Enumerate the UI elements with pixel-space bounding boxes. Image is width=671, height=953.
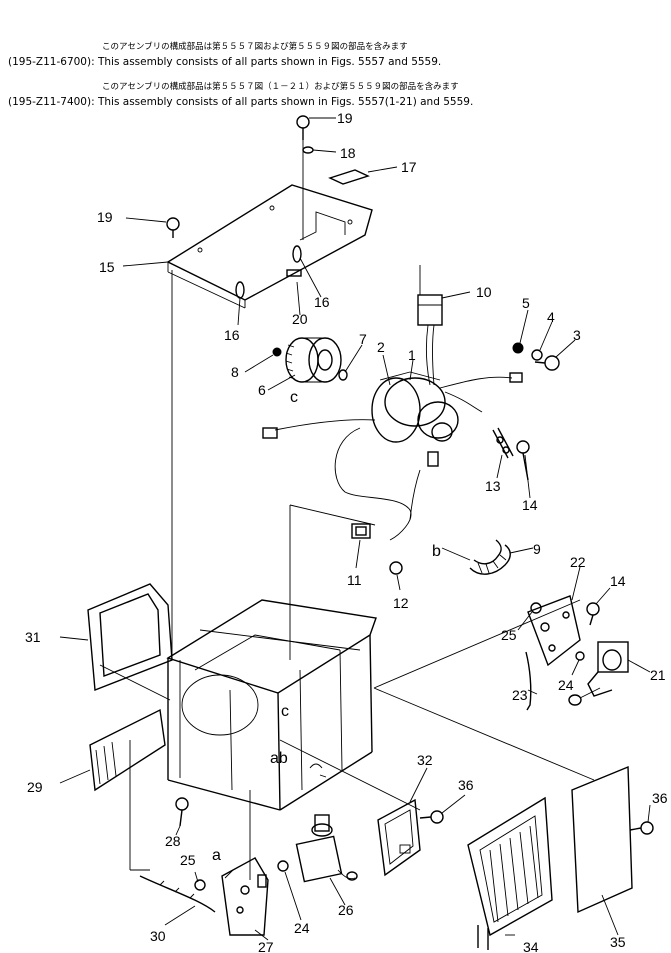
- resistor-11: [351, 523, 371, 539]
- clip-16: [235, 245, 302, 299]
- ref-c: c: [281, 703, 289, 720]
- blower-fan-6: [285, 337, 342, 383]
- callout-7: 7: [359, 331, 367, 347]
- callout-2: 2: [377, 339, 385, 355]
- callout-6: 6: [258, 382, 266, 398]
- washer-7: [338, 369, 348, 381]
- bracket-22: [527, 595, 581, 667]
- screw-19-top: [296, 115, 336, 240]
- note-1: (195-Z11-6700): This assembly consists o…: [8, 56, 441, 68]
- bracket-13: [492, 427, 514, 459]
- callout-16: 16: [314, 294, 330, 310]
- callout-25: 25: [501, 627, 517, 643]
- heater-core-34: [467, 796, 553, 950]
- callout-20: 20: [292, 311, 308, 327]
- filter-frame-31: [59, 583, 173, 691]
- callout-14: 14: [522, 497, 538, 513]
- link-rod-23: [525, 651, 532, 711]
- callout-5: 5: [522, 295, 530, 311]
- callout-15: 15: [99, 259, 115, 275]
- callout-32: 32: [417, 752, 433, 768]
- callout-24: 24: [558, 677, 574, 693]
- link-rod-30: [139, 875, 216, 913]
- callout-19: 19: [97, 209, 113, 225]
- callout-22: 22: [570, 554, 586, 570]
- callout-17: 17: [401, 159, 417, 175]
- screw-36-mid: [419, 810, 444, 824]
- connector-10: [417, 291, 471, 326]
- nut-5: [512, 342, 524, 354]
- callout-36: 36: [652, 790, 668, 806]
- callout-1: 1: [408, 347, 416, 363]
- ref-a: a: [212, 847, 221, 864]
- callout-18: 18: [340, 145, 356, 161]
- callout-24: 24: [294, 920, 310, 936]
- callout-numbers: 19 18 17 19 15 16 16 20 10 5 4 3 7 2 1 8…: [25, 110, 668, 953]
- servo-motor-26: [295, 814, 358, 883]
- callout-26: 26: [338, 902, 354, 918]
- callout-28: 28: [165, 833, 181, 849]
- note-2-japanese: このアセンブリの構成部品は第５５５７図（１－２１）および第５５５９図の部品を含み…: [102, 82, 459, 92]
- note-2-text: : This assembly consists of all parts sh…: [91, 96, 474, 108]
- screw-12: [389, 561, 403, 575]
- callout-23: 23: [512, 687, 528, 703]
- reference-letters: c b c ab a: [212, 389, 441, 864]
- callout-19: 19: [337, 110, 353, 126]
- bolt-28: [175, 797, 189, 827]
- heater-case: [166, 599, 377, 811]
- ref-b: b: [432, 543, 441, 560]
- washer-4: [531, 349, 543, 361]
- callout-30: 30: [150, 928, 166, 944]
- callout-9: 9: [533, 541, 541, 557]
- leader-lines: [122, 257, 651, 941]
- actuator-21: [568, 641, 629, 706]
- filter-29: [59, 708, 166, 792]
- screw-36-right: [629, 821, 654, 835]
- side-cover-35: [571, 765, 633, 914]
- callout-12: 12: [393, 595, 409, 611]
- wire-harness: [262, 324, 523, 541]
- top-cover-plate: [166, 184, 373, 309]
- callout-10: 10: [476, 284, 492, 300]
- ref-c: c: [290, 389, 298, 406]
- blower-motor: [371, 371, 459, 467]
- callout-16: 16: [224, 327, 240, 343]
- duct-hose-9: [441, 539, 511, 575]
- callout-11: 11: [347, 572, 362, 588]
- note-2: (195-Z11-7400): This assembly consists o…: [8, 96, 473, 108]
- cover-32: [377, 798, 421, 877]
- assembly-guide-lines: [99, 265, 595, 880]
- note-1-japanese: このアセンブリの構成部品は第５５５７図および第５５５９図の部品を含みます: [102, 42, 408, 52]
- bushing-24-lower: [277, 860, 289, 872]
- callout-25: 25: [180, 852, 196, 868]
- screw-19-left: [125, 217, 180, 238]
- washer-18: [302, 146, 337, 154]
- callout-27: 27: [258, 939, 274, 953]
- callout-35: 35: [610, 934, 626, 950]
- callout-3: 3: [573, 327, 581, 343]
- nut-8: [272, 347, 282, 357]
- callout-29: 29: [27, 779, 43, 795]
- callout-13: 13: [485, 478, 501, 494]
- callout-8: 8: [231, 364, 239, 380]
- callout-21: 21: [650, 667, 666, 683]
- bolt-14-lower: [586, 602, 600, 626]
- note-1-text: : This assembly consists of all parts sh…: [91, 56, 442, 68]
- bracket-27: [221, 857, 269, 936]
- packing-17: [328, 166, 398, 185]
- ref-ab: ab: [270, 750, 288, 767]
- callout-4: 4: [547, 309, 555, 325]
- callout-14: 14: [610, 573, 626, 589]
- note-1-part-code: (195-Z11-6700): [8, 56, 92, 68]
- callout-36: 36: [458, 777, 474, 793]
- screw-25-lower: [194, 879, 206, 891]
- screw-25-upper: [530, 602, 542, 614]
- bushing-24-upper: [575, 651, 585, 661]
- bolt-3: [534, 355, 560, 371]
- callout-34: 34: [523, 939, 539, 953]
- callout-31: 31: [25, 629, 41, 645]
- note-2-part-code: (195-Z11-7400): [8, 96, 92, 108]
